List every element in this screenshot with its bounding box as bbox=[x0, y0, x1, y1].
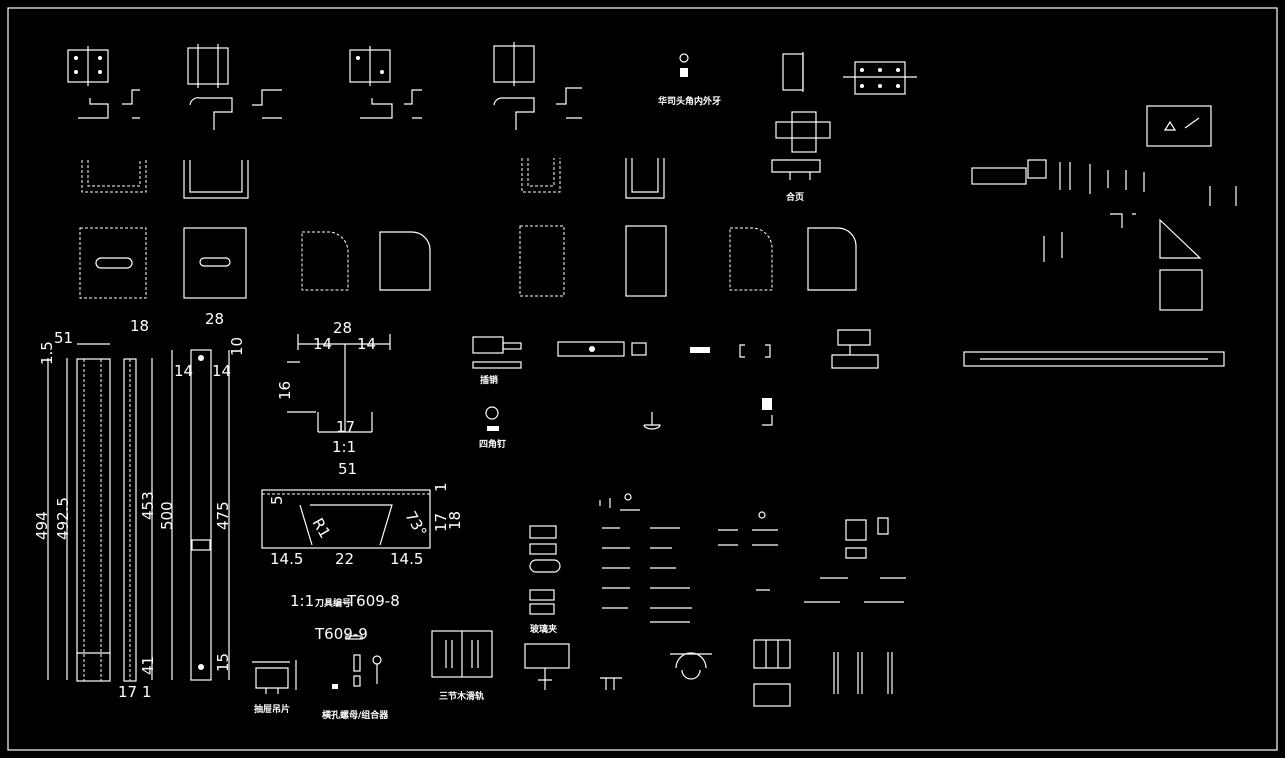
dimension-label: 16 bbox=[276, 381, 294, 400]
drawer-hanger-label: 抽屉吊片 bbox=[254, 703, 290, 715]
dimension-label: R1 bbox=[309, 515, 335, 541]
hinge-detail-4 bbox=[493, 42, 582, 130]
dimension-label: 18 bbox=[446, 511, 464, 530]
slide-rail-label: 三节木滑轨 bbox=[439, 690, 484, 702]
dimension-label: 刀具编号 bbox=[315, 597, 351, 609]
dimension-label: 1:1 bbox=[290, 592, 314, 610]
dimension-label: 22 bbox=[335, 550, 354, 568]
four-prong-nut-label: 四角钉 bbox=[479, 438, 506, 450]
dimension-label: 494 bbox=[33, 511, 51, 540]
cross-nut-part: 横孔螺母/组合器 bbox=[322, 635, 389, 721]
dimension-label: 1.5 bbox=[38, 341, 56, 365]
glass-clip-part: 玻璃夹 bbox=[524, 525, 893, 707]
hinge-detail-3 bbox=[349, 46, 422, 119]
dimension-label: 492.5 bbox=[54, 497, 72, 540]
hinge-detail-1 bbox=[67, 46, 140, 119]
dimension-label: 28 bbox=[333, 319, 352, 337]
dimension-label: 500 bbox=[158, 501, 176, 530]
dimension-label: 475 bbox=[214, 501, 232, 530]
washer-nut-label: 华司头角内外牙 bbox=[658, 95, 721, 107]
dimension-label: 28 bbox=[205, 310, 224, 328]
hinge-detail-2 bbox=[187, 44, 282, 130]
cross-nut-label: 横孔螺母/组合器 bbox=[322, 709, 389, 721]
dimension-label: 453 bbox=[139, 491, 157, 520]
hinge-parts: 合页 bbox=[771, 52, 917, 203]
latch-label: 插销 bbox=[480, 374, 498, 386]
dimension-label: 14.5 bbox=[270, 550, 303, 568]
washer-nut-icon: 华司头角内外牙 bbox=[658, 53, 721, 107]
dimension-label: T609-9 bbox=[314, 625, 368, 643]
dimension-label: 15 bbox=[214, 653, 232, 672]
glass-clip-label: 玻璃夹 bbox=[530, 623, 557, 635]
hinge-label: 合页 bbox=[786, 191, 804, 203]
dimension-label: 51 bbox=[338, 460, 357, 478]
drawing-frame bbox=[7, 7, 1278, 751]
dimension-label: 17 bbox=[432, 513, 450, 532]
dimension-label: 14 bbox=[212, 362, 231, 380]
dimension-label: 14 bbox=[313, 335, 332, 353]
slide-rail-part: 三节木滑轨 bbox=[431, 630, 493, 702]
dimension-label: 1:1 bbox=[332, 438, 356, 456]
tee-section: 28 14 14 16 17 1:1 bbox=[276, 319, 391, 456]
dimension-label: 17 bbox=[336, 418, 355, 436]
right-detail-cluster bbox=[963, 105, 1237, 367]
plate-row bbox=[79, 225, 857, 299]
drawer-hanger-part: 抽屉吊片 bbox=[252, 660, 297, 715]
dimension-label: 14 bbox=[174, 362, 193, 380]
latch-part: 插销 四角钉 bbox=[472, 329, 879, 450]
spec-text-blocks bbox=[599, 493, 906, 623]
dimension-label: 1 bbox=[142, 683, 152, 701]
dimension-label: 51 bbox=[54, 329, 73, 347]
dimension-label: 5 bbox=[268, 495, 286, 505]
dimension-label: 18 bbox=[130, 317, 149, 335]
dimension-label: 10 bbox=[228, 337, 246, 356]
dimension-label: 14.5 bbox=[390, 550, 423, 568]
dimension-label: 41 bbox=[139, 656, 157, 675]
u-profile-row bbox=[81, 158, 665, 199]
cutter-profile: 51 5 R1 73° 1 17 18 14.5 22 14.5 1:1 刀具编… bbox=[261, 460, 464, 643]
dimension-label: 1 bbox=[432, 482, 450, 492]
bar-drawing: 28 10 14 14 500 475 15 bbox=[158, 310, 246, 681]
dimension-label: 14 bbox=[357, 335, 376, 353]
strip-drawing: 51 18 1.5 494 492.5 453 41 17 1 bbox=[33, 317, 157, 701]
dimension-label: T609-8 bbox=[346, 592, 400, 610]
dimension-label: 73° bbox=[402, 508, 431, 540]
dimension-label: 17 bbox=[118, 683, 137, 701]
